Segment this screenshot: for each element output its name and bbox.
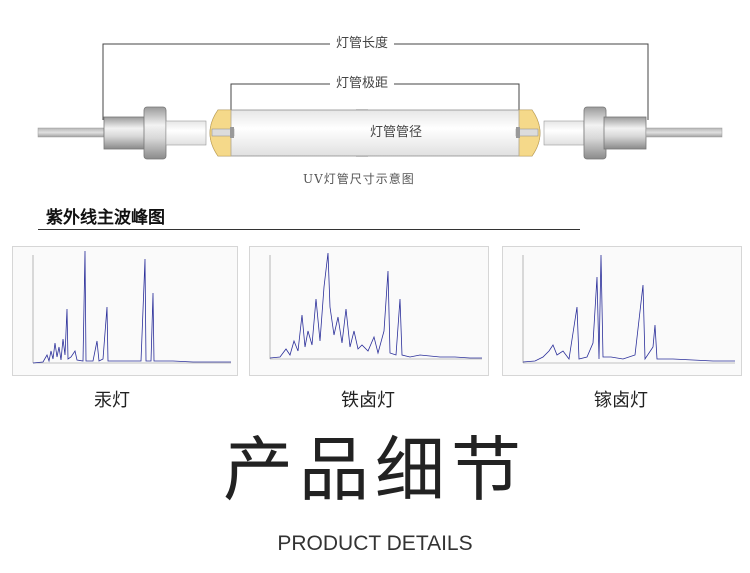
spectrum-panel-gallium-halide bbox=[502, 246, 742, 376]
left-neck bbox=[165, 120, 207, 146]
left-metal-collar bbox=[143, 106, 167, 160]
product-details-subtitle: PRODUCT DETAILS bbox=[277, 532, 473, 555]
spectrum-chart-gallium-halide bbox=[522, 254, 735, 364]
spectrum-panel-mercury bbox=[12, 246, 238, 376]
product-details-title: 产品细节 bbox=[223, 429, 527, 511]
right-neck bbox=[543, 120, 585, 146]
spectrum-name-mercury: 汞灯 bbox=[94, 390, 130, 411]
right-metal-cap bbox=[603, 116, 647, 150]
length-label: 灯管长度 bbox=[330, 36, 395, 52]
left-electrode bbox=[211, 127, 235, 138]
spectrum-panel-iron-halide bbox=[249, 246, 489, 376]
spectrum-chart-mercury bbox=[32, 250, 231, 364]
section-divider bbox=[38, 229, 580, 230]
left-metal-cap bbox=[103, 116, 147, 150]
electrode-distance-label: 灯管极距 bbox=[330, 76, 395, 92]
uv-lamp-diagram bbox=[37, 43, 723, 160]
right-electrode bbox=[515, 127, 539, 138]
right-lead-wire bbox=[645, 127, 723, 138]
spectrum-name-gallium-halide: 镓卤灯 bbox=[594, 390, 648, 411]
left-lead-wire bbox=[37, 127, 105, 138]
spectrum-name-iron-halide: 铁卤灯 bbox=[341, 390, 395, 411]
spectrum-chart-iron-halide bbox=[269, 252, 482, 360]
diameter-label: 灯管管径 bbox=[370, 125, 423, 140]
diagram-caption: UV灯管尺寸示意图 bbox=[303, 172, 415, 186]
right-metal-collar bbox=[583, 106, 607, 160]
section-title: 紫外线主波峰图 bbox=[46, 208, 165, 228]
